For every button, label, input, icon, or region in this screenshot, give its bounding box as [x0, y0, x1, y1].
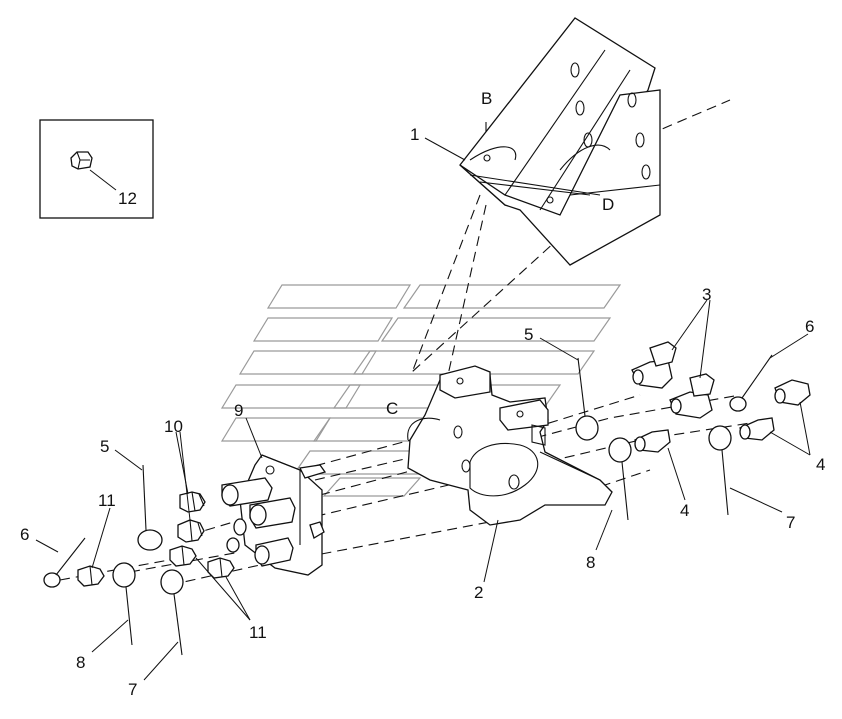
label-part-5-left: 5 — [100, 437, 109, 456]
shield-cover-part-1 — [459, 17, 661, 266]
fitting-part-10-a — [179, 491, 206, 513]
inset-box-part-12 — [39, 119, 154, 219]
fitting-part-11-b — [207, 557, 235, 579]
label-part-4-center: 4 — [680, 501, 689, 520]
elbow-fitting-part-3-b — [669, 373, 715, 419]
elbow-fitting-part-4-b — [739, 417, 775, 441]
label-part-3: 3 — [702, 285, 711, 304]
label-part-2: 2 — [474, 583, 483, 602]
label-part-1: 1 — [410, 125, 419, 144]
elbow-fitting-part-4-c — [634, 429, 671, 453]
fitting-part-10-b — [177, 519, 205, 543]
label-part-7-left: 7 — [128, 680, 137, 699]
label-part-11-bottom: 11 — [249, 623, 267, 642]
label-ref-c: C — [386, 399, 398, 418]
leader-lines — [35, 137, 811, 681]
label-part-7-right: 7 — [786, 513, 795, 532]
cable-tie-part-6-right — [729, 354, 773, 412]
fitting-part-11-c — [77, 565, 105, 587]
clamp-part-7-right — [708, 425, 732, 516]
elbow-fitting-part-3-a — [631, 341, 677, 389]
clamp-part-7-left — [160, 569, 184, 656]
label-part-8-center: 8 — [586, 553, 595, 572]
label-part-10: 10 — [164, 417, 183, 436]
label-ref-d: D — [602, 195, 614, 214]
label-part-4-right: 4 — [816, 455, 825, 474]
clamp-part-8-left — [112, 562, 136, 646]
manifold-block-part-9 — [221, 454, 327, 576]
elbow-fitting-part-4-a — [774, 379, 811, 406]
label-part-9: 9 — [234, 401, 243, 420]
fitting-part-11-a — [169, 545, 197, 567]
plug-icon — [70, 151, 93, 170]
callout-labels: 1 2 3 4 4 5 5 6 6 7 7 8 8 9 10 11 11 12 … — [20, 89, 825, 699]
label-part-11-left: 11 — [98, 491, 116, 510]
valve-body-part-2 — [407, 365, 613, 526]
label-part-6-right: 6 — [805, 317, 814, 336]
label-part-5-center: 5 — [524, 325, 533, 344]
label-part-6-left: 6 — [20, 525, 29, 544]
alignment-lines — [59, 99, 771, 586]
label-part-12: 12 — [118, 189, 137, 208]
clamp-part-8-right — [608, 437, 632, 521]
cable-tie-part-6-left — [43, 537, 86, 588]
label-ref-b: B — [481, 89, 492, 108]
label-part-8-left: 8 — [76, 653, 85, 672]
clamp-part-5-right — [575, 357, 599, 441]
clamp-part-5-left — [137, 464, 163, 551]
